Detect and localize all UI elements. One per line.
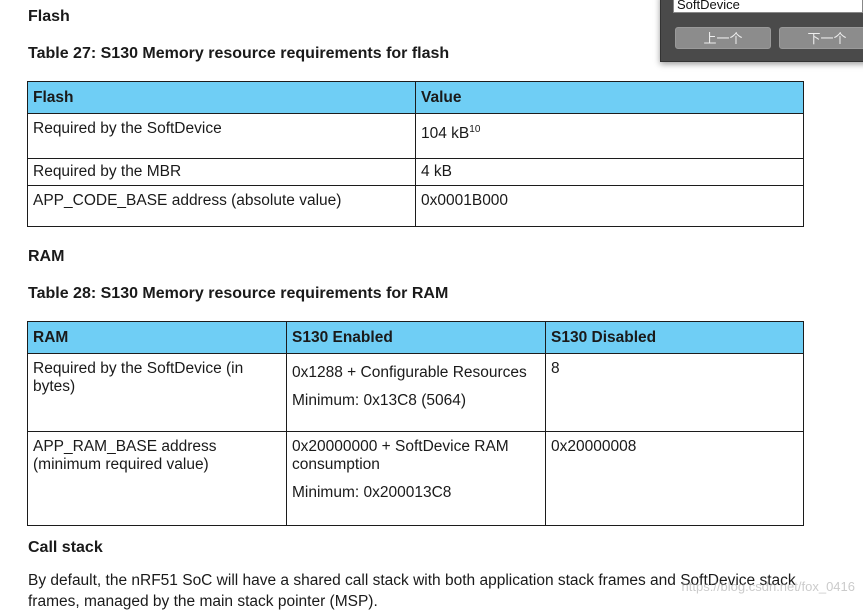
table-cell: Required by the SoftDevice — [27, 113, 416, 159]
column-header: Value — [415, 81, 804, 114]
table27-caption: Table 27: S130 Memory resource requireme… — [28, 45, 450, 62]
table-cell: 0x20000000 + SoftDevice RAM consumption … — [286, 431, 546, 526]
table-cell: APP_CODE_BASE address (absolute value) — [27, 185, 416, 227]
table-cell: 0x1288 + Configurable Resources Minimum:… — [286, 353, 546, 432]
table-row: Required by the MBR 4 kB — [27, 158, 804, 186]
table-row: APP_CODE_BASE address (absolute value) 0… — [27, 185, 804, 227]
table-cell: 4 kB — [415, 158, 804, 186]
footnote-ref[interactable]: 10 — [469, 124, 481, 135]
find-previous-button[interactable]: 上一个 — [675, 27, 771, 49]
flash-heading: Flash — [28, 8, 70, 25]
table-cell: 8 — [545, 353, 804, 432]
table-row: Required by the SoftDevice 104 kB10 — [27, 113, 804, 159]
table-row: Required by the SoftDevice (in bytes) 0x… — [27, 353, 804, 432]
column-header: Flash — [27, 81, 416, 114]
table-header-row: RAM S130 Enabled S130 Disabled — [27, 321, 804, 354]
column-header: RAM — [27, 321, 287, 354]
call-stack-heading: Call stack — [28, 539, 103, 556]
table-cell: APP_RAM_BASE address (minimum required v… — [27, 431, 287, 526]
table28-caption: Table 28: S130 Memory resource requireme… — [28, 285, 449, 302]
find-search-input[interactable]: SoftDevice — [673, 0, 863, 13]
cell-value: 104 kB — [421, 125, 470, 143]
ram-heading: RAM — [28, 248, 65, 265]
table-header-row: Flash Value — [27, 81, 804, 114]
table-cell: 104 kB10 — [415, 113, 804, 159]
cell-minimum: Minimum: 0x200013C8 — [292, 484, 452, 501]
table-cell: Required by the SoftDevice (in bytes) — [27, 353, 287, 432]
flash-requirements-table: Flash Value Required by the SoftDevice 1… — [27, 81, 804, 227]
cell-value: 0x1288 + Configurable Resources — [292, 364, 527, 381]
table-cell: 0x0001B000 — [415, 185, 804, 227]
find-dialog: SoftDevice 上一个 下一个 — [660, 0, 863, 62]
cell-value: 0x20000000 + SoftDevice RAM consumption — [292, 438, 509, 473]
column-header: S130 Enabled — [286, 321, 546, 354]
table-cell: 0x20000008 — [545, 431, 804, 526]
table-row: APP_RAM_BASE address (minimum required v… — [27, 431, 804, 526]
table-cell: Required by the MBR — [27, 158, 416, 186]
watermark: https://blog.csdn.net/fox_0416 — [681, 579, 855, 594]
column-header: S130 Disabled — [545, 321, 804, 354]
cell-minimum: Minimum: 0x13C8 (5064) — [292, 392, 467, 409]
find-next-button[interactable]: 下一个 — [779, 27, 863, 49]
ram-requirements-table: RAM S130 Enabled S130 Disabled Required … — [27, 321, 804, 526]
